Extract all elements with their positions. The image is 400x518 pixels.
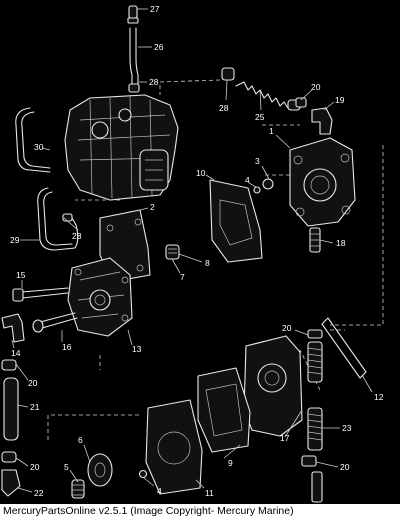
callout-28: 28 [149, 77, 159, 87]
fitting-28-left [62, 213, 73, 222]
pump-housing-17 [243, 335, 303, 437]
callout-7: 7 [180, 272, 185, 282]
fitting-20-right-upper [307, 329, 323, 339]
fuel-pump-body-1 [289, 137, 356, 227]
connector-7 [165, 244, 180, 260]
callout-4: 4 [157, 486, 162, 496]
fitting-20-right-lower [301, 455, 317, 467]
callout-6: 6 [78, 435, 83, 445]
callout-8: 8 [205, 258, 210, 268]
callout-3: 3 [255, 156, 260, 166]
callout-18: 18 [336, 238, 346, 248]
diaphragm-3 [262, 178, 274, 190]
elbow-22 [1, 469, 21, 497]
callout-10: 10 [196, 168, 206, 178]
callout-4: 4 [245, 175, 250, 185]
callout-30: 30 [34, 142, 44, 152]
screw-15 [12, 287, 69, 302]
callout-27: 27 [150, 4, 160, 14]
callout-2: 2 [150, 202, 155, 212]
gasket-11 [145, 399, 203, 495]
hose-30 [15, 107, 51, 173]
fitting-20-top [295, 97, 307, 108]
fitting-20-left-upper [1, 359, 17, 371]
callout-22: 22 [34, 488, 44, 498]
gasket-9 [197, 367, 251, 453]
callout-14: 14 [11, 348, 21, 358]
filter-5 [71, 479, 85, 499]
leader-lines [11, 8, 373, 493]
callout-13: 13 [132, 344, 142, 354]
callout-21: 21 [30, 402, 40, 412]
callout-29: 29 [10, 235, 20, 245]
elbow-19 [311, 107, 333, 135]
callout-16: 16 [62, 342, 72, 352]
callout-11: 11 [205, 488, 214, 498]
hose-29 [37, 187, 79, 251]
elbow-fitting-14 [1, 313, 25, 343]
callout-19: 19 [335, 95, 345, 105]
washer-4-bottom [138, 469, 148, 479]
callout-15: 15 [16, 270, 26, 280]
washer-4-top [253, 186, 261, 194]
callout-28: 28 [219, 103, 229, 113]
fitting-18 [309, 227, 321, 253]
fitting-bottom-right [311, 471, 323, 503]
callout-25: 25 [255, 112, 265, 122]
callout-9: 9 [228, 458, 233, 468]
callout-20: 20 [28, 378, 38, 388]
callout-20: 20 [282, 323, 292, 333]
exploded-parts-diagram: 27 26 28 28 25 20 19 1 3 4 10 2 30 28 29… [1, 4, 384, 503]
callout-labels: 27 26 28 28 25 20 19 1 3 4 10 2 30 28 29… [10, 4, 384, 498]
diaphragm-6 [87, 453, 113, 487]
fuel-module-assembly [64, 94, 179, 201]
cover-plate-13 [67, 257, 133, 337]
callout-20: 20 [30, 462, 40, 472]
callout-20: 20 [340, 462, 350, 472]
callout-12: 12 [374, 392, 384, 402]
callout-5: 5 [64, 462, 69, 472]
gasket-10 [209, 179, 263, 263]
copyright-footer: MercuryPartsOnline v2.5.1 (Image Copyrig… [0, 504, 400, 518]
callout-26: 26 [154, 42, 164, 52]
callout-17: 17 [280, 433, 290, 443]
strap-12 [321, 317, 367, 379]
callout-1: 1 [269, 126, 274, 136]
callout-23: 23 [342, 423, 352, 433]
hose-21 [3, 377, 19, 441]
callout-28: 28 [72, 231, 82, 241]
callout-20: 20 [311, 82, 321, 92]
screw-16 [32, 312, 78, 333]
hose-26 [127, 5, 140, 93]
spring-upper-right [307, 341, 323, 383]
spring-23 [307, 407, 323, 451]
fitting-20-left-lower [1, 451, 17, 463]
